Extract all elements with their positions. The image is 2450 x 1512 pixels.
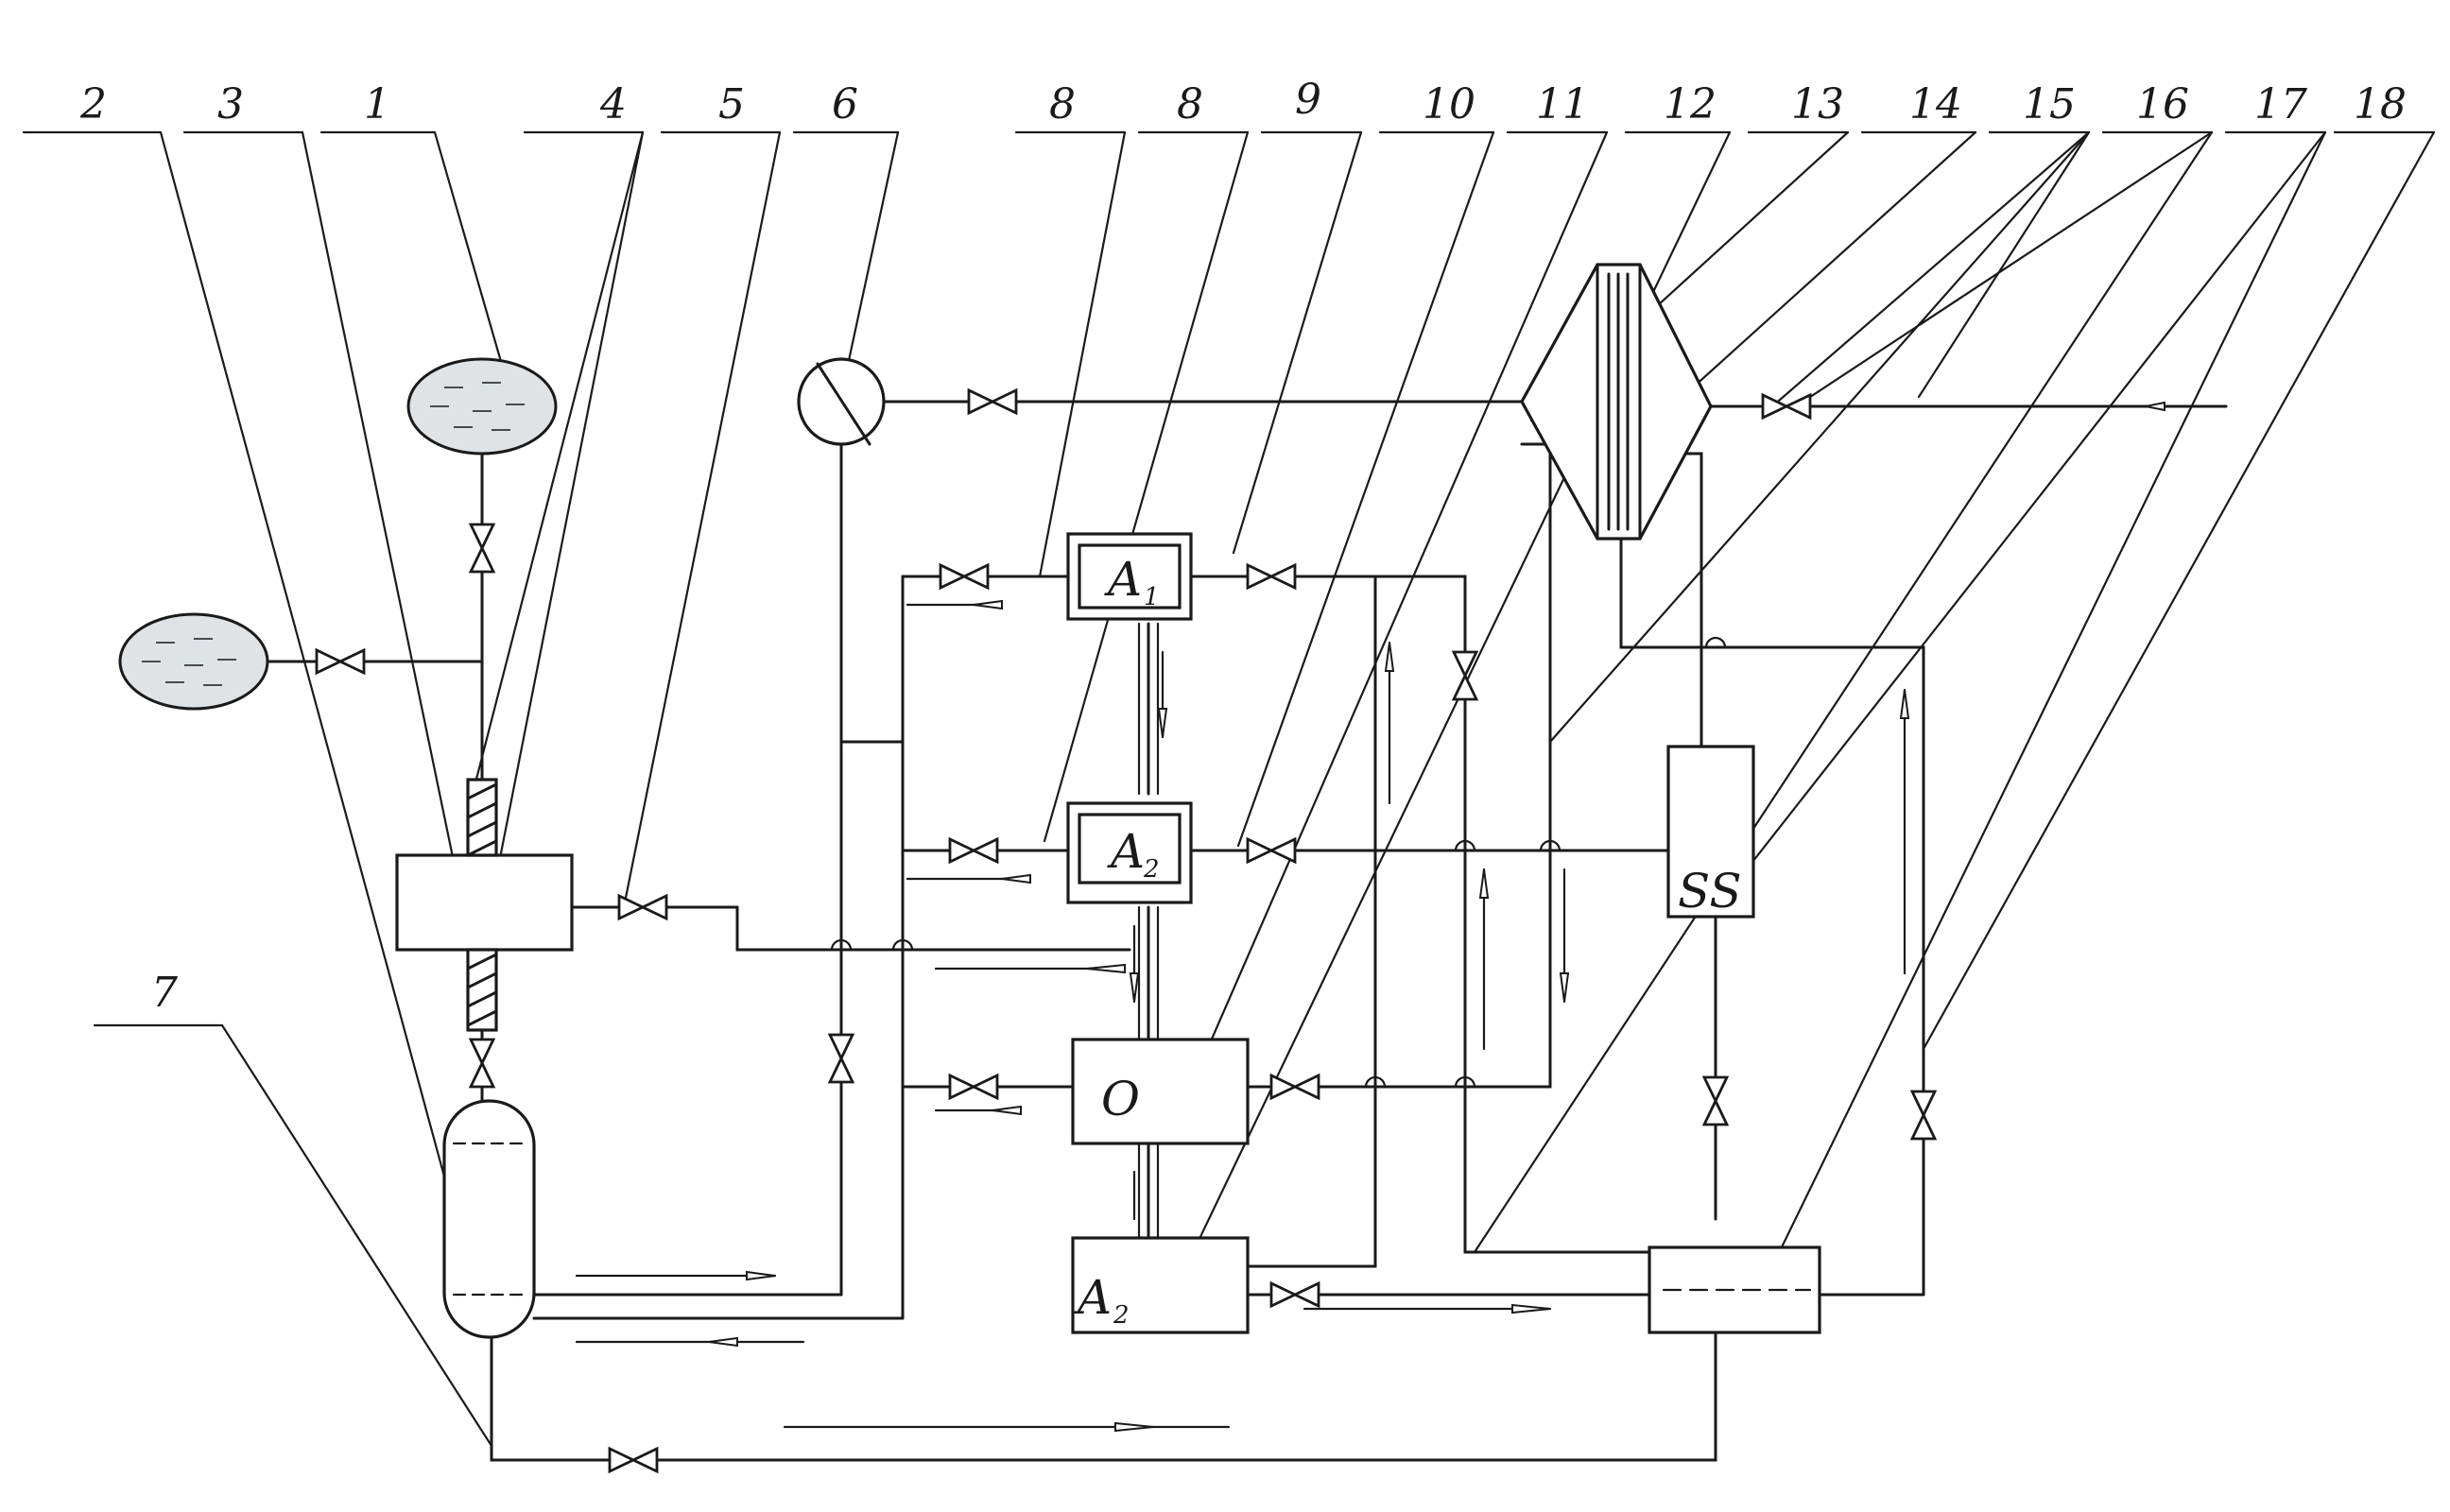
callout-number: 15 <box>2023 80 2076 129</box>
absorber-a1-inner <box>1078 543 1182 610</box>
absorber-a1-sub: 1 <box>1144 583 1160 611</box>
valve <box>468 523 496 574</box>
callout-number: 16 <box>2136 80 2189 129</box>
valve <box>1246 836 1297 865</box>
pipe-crossings <box>830 636 1727 1089</box>
callout-number: 12 <box>1664 80 1717 129</box>
separator-ss-label: SS <box>1678 864 1742 919</box>
tank-left-dashes <box>142 638 236 686</box>
absorber-a2-top-sub: 2 <box>1143 855 1160 884</box>
callout-underlines <box>22 130 2436 1027</box>
heat-exchanger-tubes <box>1596 263 1642 541</box>
valve-group <box>315 387 1938 1474</box>
valve <box>617 893 668 921</box>
valve <box>1269 1073 1320 1101</box>
oxidizer-o-label: O <box>1101 1072 1140 1126</box>
valve <box>468 1038 496 1089</box>
callout-number: 18 <box>2354 80 2407 129</box>
pipe-network <box>266 400 2228 1462</box>
callout-number: 2 <box>79 80 107 129</box>
valve <box>1246 562 1297 591</box>
callout-number: 8 <box>1049 80 1076 129</box>
callout-number: 13 <box>1791 80 1844 129</box>
callout-number: 8 <box>1177 80 1203 129</box>
valve <box>608 1446 659 1474</box>
callout-number: 3 <box>217 80 244 129</box>
callout-number: 5 <box>718 80 745 129</box>
feed-heater-top-hatching <box>467 782 497 857</box>
valve <box>939 562 990 591</box>
flow-indicator-slash <box>816 362 871 446</box>
valve <box>1761 392 1812 421</box>
feed-heater-bottom-hatching <box>467 953 497 1027</box>
reactor-vessel <box>442 1099 536 1339</box>
absorber-a1-label: A <box>1104 552 1142 607</box>
callout-number: 10 <box>1423 80 1475 129</box>
valve <box>948 1073 999 1101</box>
absorber-a2-bottom <box>1071 1236 1250 1334</box>
callout-number: 9 <box>1295 76 1321 124</box>
valve <box>1451 650 1479 701</box>
valve <box>1909 1090 1938 1141</box>
absorber-a2-top-label: A <box>1107 824 1145 879</box>
callout-number: 7 <box>151 969 178 1017</box>
flow-arrows <box>575 401 2228 1433</box>
callout-number: 14 <box>1909 80 1962 129</box>
valve <box>827 1033 855 1084</box>
callout-labels: 2 3 1 4 5 6 8 8 9 10 11 12 13 14 15 16 1… <box>22 76 2436 1448</box>
absorber-a2-bottom-label: A <box>1074 1270 1112 1325</box>
valve <box>1701 1075 1730 1126</box>
callout-number: 6 <box>832 80 858 129</box>
callout-number: 4 <box>599 80 627 129</box>
callout-number: 17 <box>2254 80 2307 129</box>
oxidizer-o <box>1071 1038 1250 1145</box>
valve <box>315 647 366 676</box>
valve <box>1269 1280 1320 1309</box>
absorber-a2-bottom-sub: 2 <box>1113 1301 1130 1330</box>
tank-top-dashes <box>430 382 525 431</box>
valve <box>967 387 1018 416</box>
separator-ss <box>1666 745 1755 919</box>
callout-number: 11 <box>1536 80 1589 129</box>
absorber-a2-top-inner <box>1078 813 1182 885</box>
mixer-unit <box>395 853 574 952</box>
valve <box>948 836 999 865</box>
callout-number: 1 <box>364 80 390 129</box>
